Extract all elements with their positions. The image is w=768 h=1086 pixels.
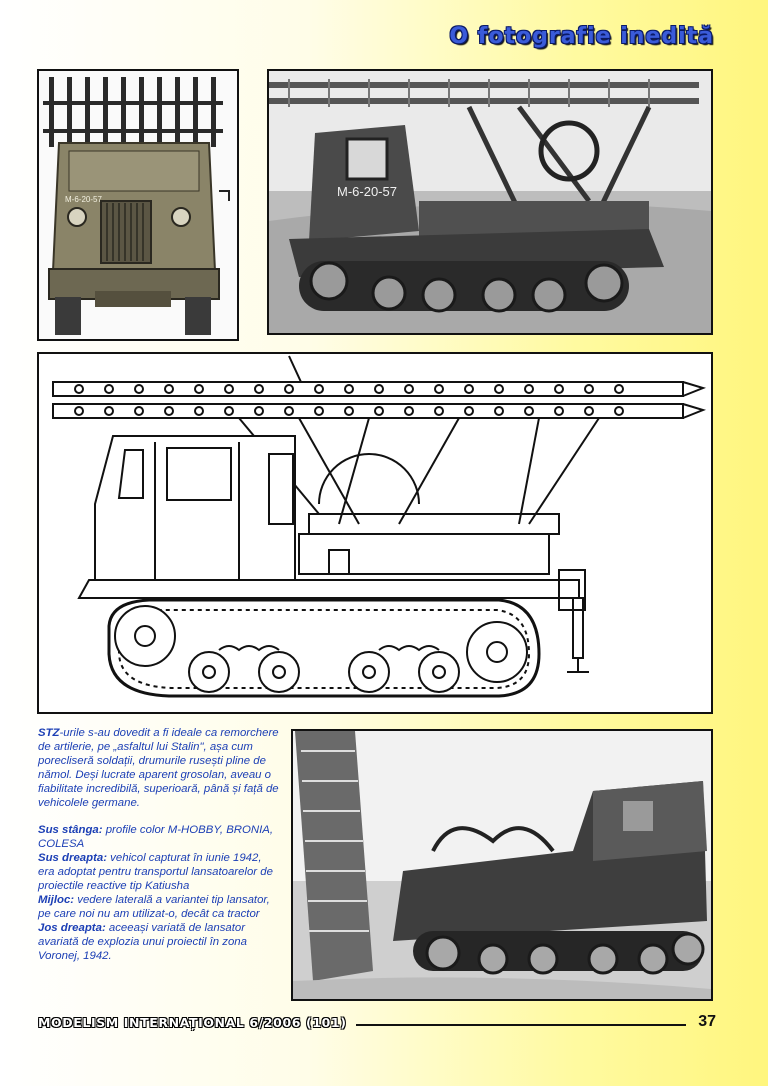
caption-block: STZ-urile s-au dovedit a fi ideale ca re… — [38, 727, 280, 964]
caption-label: Sus dreapta: — [38, 852, 107, 865]
wreck-drawing — [293, 731, 711, 999]
side-view-drawing — [37, 352, 713, 714]
caption-label: Sus stânga: — [38, 824, 103, 837]
caption-text: aceeași variată de lansator avariată de … — [38, 921, 247, 962]
magazine-issue: MODELISM INTERNAȚIONAL 6/2006 (101) — [38, 1015, 347, 1030]
page-title: O fotografie inedită — [449, 24, 714, 49]
page-footer: MODELISM INTERNAȚIONAL 6/2006 (101) 37 — [38, 1013, 718, 1035]
caption-text: vedere laterală a variantei tip lansator… — [38, 893, 270, 920]
photo-vehicle-marking: M-6-20-57 — [337, 184, 397, 199]
caption-intro-lead: STZ — [38, 727, 60, 739]
caption-item-top-right: Sus dreapta: vehicol capturat în iunie 1… — [38, 852, 280, 894]
front-profile-illustration: M-6-20-57 — [37, 69, 239, 341]
caption-intro-text: -urile s-au dovedit a fi ideale ca remor… — [38, 727, 279, 809]
caption-label: Mijloc: — [38, 893, 75, 906]
caption-item-top-left: Sus stânga: profile color M-HOBBY, BRONI… — [38, 824, 280, 852]
damaged-launcher-photo — [291, 729, 713, 1001]
caption-item-bottom-right: Jos dreapta: aceeași variată de lansator… — [38, 922, 280, 964]
page-number: 37 — [698, 1013, 716, 1030]
caption-text: profile color M-HOBBY, BRONIA, COLESA — [38, 824, 274, 851]
caption-item-middle: Mijloc: vedere laterală a variantei tip … — [38, 894, 280, 922]
vehicle-marking-label: M-6-20-57 — [65, 195, 102, 204]
front-view-drawing — [43, 77, 230, 335]
footer-divider — [356, 1024, 686, 1026]
photo-vehicle-drawing — [269, 71, 711, 333]
caption-text: vehicol capturat în iunie 1942, era adop… — [38, 852, 273, 893]
launcher-side-view — [52, 355, 707, 698]
caption-label: Jos dreapta: — [38, 921, 106, 934]
caption-intro: STZ-urile s-au dovedit a fi ideale ca re… — [38, 727, 280, 810]
captured-vehicle-photo: M-6-20-57 — [267, 69, 713, 335]
